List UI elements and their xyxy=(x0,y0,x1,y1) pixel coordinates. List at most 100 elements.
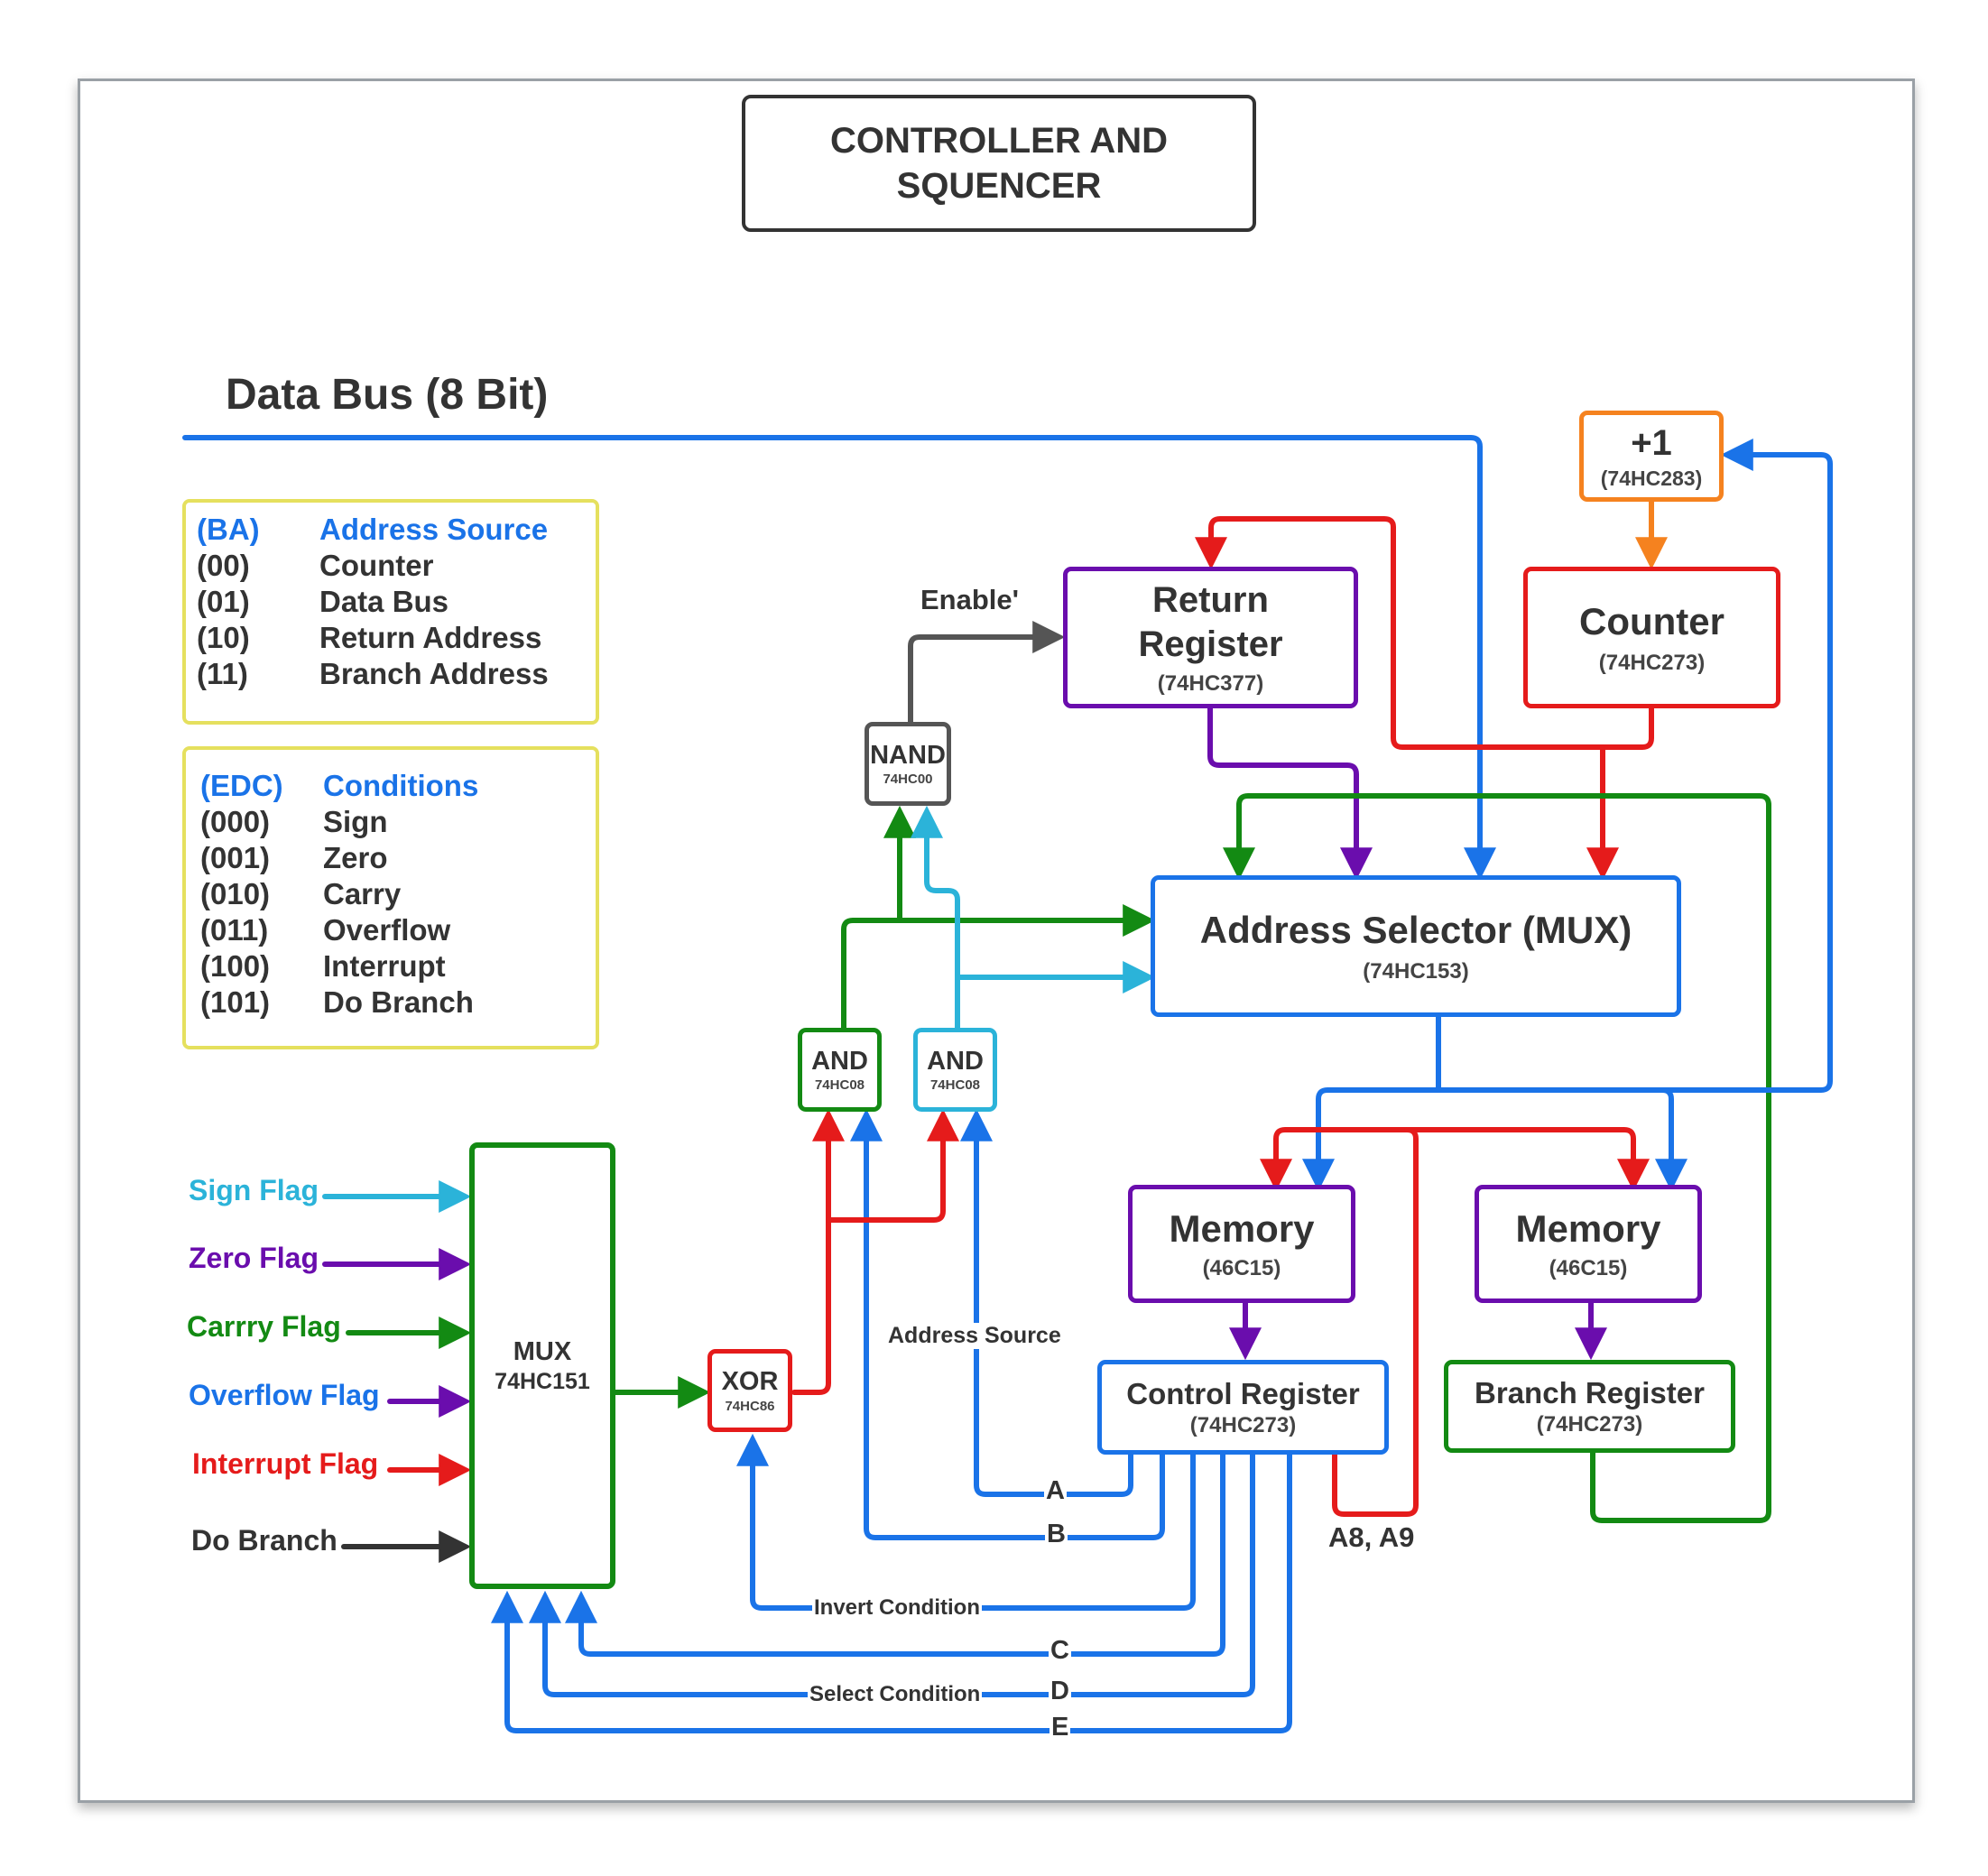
address-to-memory-right-wire xyxy=(1436,1087,1687,1192)
legend-value: Address Source xyxy=(319,513,549,546)
nand-gate: NAND 74HC00 xyxy=(865,722,951,806)
memory-right-part: (46C15) xyxy=(1549,1256,1628,1281)
legend-value: Counter xyxy=(319,549,434,582)
data-bus-wire xyxy=(182,435,1496,881)
legend-code: (001) xyxy=(200,841,271,874)
legend-value: Carry xyxy=(323,877,402,910)
address-to-memory-left-wire xyxy=(1302,1087,1441,1192)
legend-value: Branch Address xyxy=(319,657,549,690)
counter-part: (74HC273) xyxy=(1598,651,1706,676)
legend-code: (11) xyxy=(197,657,248,690)
carry-flag-label: Carrry Flag xyxy=(187,1310,341,1343)
legend-code: (BA) xyxy=(197,513,260,546)
xor-part: 74HC86 xyxy=(725,1398,775,1414)
diagram-frame xyxy=(78,79,1915,1803)
legend-code: (101) xyxy=(200,985,271,1019)
interrupt-flag-label: Interrupt Flag xyxy=(192,1447,379,1480)
select-condition-label: Select Condition xyxy=(808,1682,983,1707)
wire-invert xyxy=(736,1433,1196,1611)
title-text: CONTROLLER AND SQUENCER xyxy=(829,121,1169,206)
plus-one-block: +1 (74HC283) xyxy=(1579,411,1724,502)
address-source-label: Address Source xyxy=(886,1323,1063,1349)
address-selector-block: Address Selector (MUX) (74HC153) xyxy=(1151,875,1681,1017)
legend-code: (011) xyxy=(200,913,269,947)
title-box: CONTROLLER AND SQUENCER xyxy=(742,95,1256,232)
legend-value: Zero xyxy=(323,841,388,874)
return-to-selector-wire xyxy=(1207,706,1373,881)
sign-flag-label: Sign Flag xyxy=(189,1174,319,1206)
xor-title: XOR xyxy=(721,1367,779,1397)
legend-code: (000) xyxy=(200,805,271,838)
control-register-part: (74HC273) xyxy=(1189,1412,1297,1437)
return-register-part: (74HC377) xyxy=(1157,670,1264,696)
overflow-flag-label: Overflow Flag xyxy=(189,1379,380,1411)
xor-gate: XOR 74HC86 xyxy=(707,1349,792,1432)
legend-value: Sign xyxy=(323,805,388,838)
conditions-table: (EDC) Conditions (000) Sign (001) Zero (010… xyxy=(200,768,478,1021)
control-register-block: Control Register (74HC273) xyxy=(1097,1360,1389,1455)
and-cyan-part: 74HC08 xyxy=(929,1077,981,1094)
and-cyan-output-wire xyxy=(911,805,960,1034)
address-selector-part: (74HC153) xyxy=(1363,959,1469,984)
legend-value: Data Bus xyxy=(319,585,449,618)
wire-e xyxy=(491,1452,1292,1733)
address-selector-title: Address Selector (MUX) xyxy=(1199,909,1632,952)
wire-b xyxy=(850,1108,1165,1540)
address-source-table: (BA)Address Source (00)Counter (01)Data … xyxy=(197,512,549,692)
and-green-title: AND xyxy=(811,1046,868,1076)
return-register-title: Return Register xyxy=(1138,580,1283,664)
counter-block: Counter (74HC273) xyxy=(1523,567,1780,708)
and-gate-green: AND 74HC08 xyxy=(798,1028,882,1112)
legend-code: (EDC) xyxy=(200,769,283,802)
memory-right-title: Memory xyxy=(1515,1207,1661,1251)
wire-label-e: E xyxy=(1049,1713,1071,1742)
control-register-title: Control Register xyxy=(1126,1376,1360,1410)
branch-register-block: Branch Register (74HC273) xyxy=(1444,1360,1735,1453)
invert-condition-label: Invert Condition xyxy=(812,1595,982,1621)
wire-label-b: B xyxy=(1045,1520,1068,1549)
memory-right-block: Memory (46C15) xyxy=(1475,1185,1702,1303)
return-register-block: Return Register (74HC377) xyxy=(1063,567,1358,708)
legend-value: Overflow xyxy=(323,913,451,947)
memory-left-block: Memory (46C15) xyxy=(1128,1185,1355,1303)
xor-to-and-green-wire xyxy=(791,1108,845,1395)
wire-label-c: C xyxy=(1049,1636,1071,1666)
conditions-legend: (EDC) Conditions (000) Sign (001) Zero (010… xyxy=(182,746,599,1049)
zero-flag-label: Zero Flag xyxy=(189,1242,319,1274)
legend-value: Interrupt xyxy=(323,949,446,983)
address-source-legend: (BA)Address Source (00)Counter (01)Data … xyxy=(182,499,599,725)
mux-block: MUX 74HC151 xyxy=(469,1142,615,1589)
legend-value: Return Address xyxy=(319,621,542,654)
legend-code: (100) xyxy=(200,949,271,983)
nand-enable-wire xyxy=(908,621,1066,727)
counter-to-return-wire xyxy=(1195,516,1654,750)
wire-label-d: D xyxy=(1049,1677,1071,1706)
branch-register-title: Branch Register xyxy=(1475,1375,1705,1409)
do-branch-label: Do Branch xyxy=(191,1524,337,1557)
a8a9-label: A8, A9 xyxy=(1328,1521,1415,1553)
legend-code: (10) xyxy=(197,621,250,654)
nand-title: NAND xyxy=(870,740,946,770)
xor-to-and-cyan-wire xyxy=(826,1108,959,1223)
wire-c xyxy=(565,1452,1225,1657)
and-green-output-wire xyxy=(841,904,1156,1034)
and-green-part: 74HC08 xyxy=(814,1077,865,1094)
memory-left-title: Memory xyxy=(1169,1207,1315,1251)
legend-code: (00) xyxy=(197,549,250,582)
a8a9-right-wire xyxy=(1404,1127,1650,1192)
enable-label: Enable' xyxy=(920,584,1020,615)
counter-title: Counter xyxy=(1579,600,1724,643)
legend-value: Conditions xyxy=(323,769,479,802)
branch-register-part: (74HC273) xyxy=(1536,1411,1643,1437)
nand-part: 74HC00 xyxy=(883,772,933,788)
plus-one-title: +1 xyxy=(1631,423,1672,464)
address-to-plus-one-wire xyxy=(1436,439,1833,1093)
legend-code: (010) xyxy=(200,877,271,910)
mux-title: MUX xyxy=(513,1336,572,1366)
wire-label-a: A xyxy=(1044,1476,1067,1506)
memory-left-part: (46C15) xyxy=(1202,1256,1281,1281)
data-bus-label: Data Bus (8 Bit) xyxy=(226,371,549,419)
branch-to-selector-wire xyxy=(1223,793,1771,1523)
legend-value: Do Branch xyxy=(323,985,474,1019)
